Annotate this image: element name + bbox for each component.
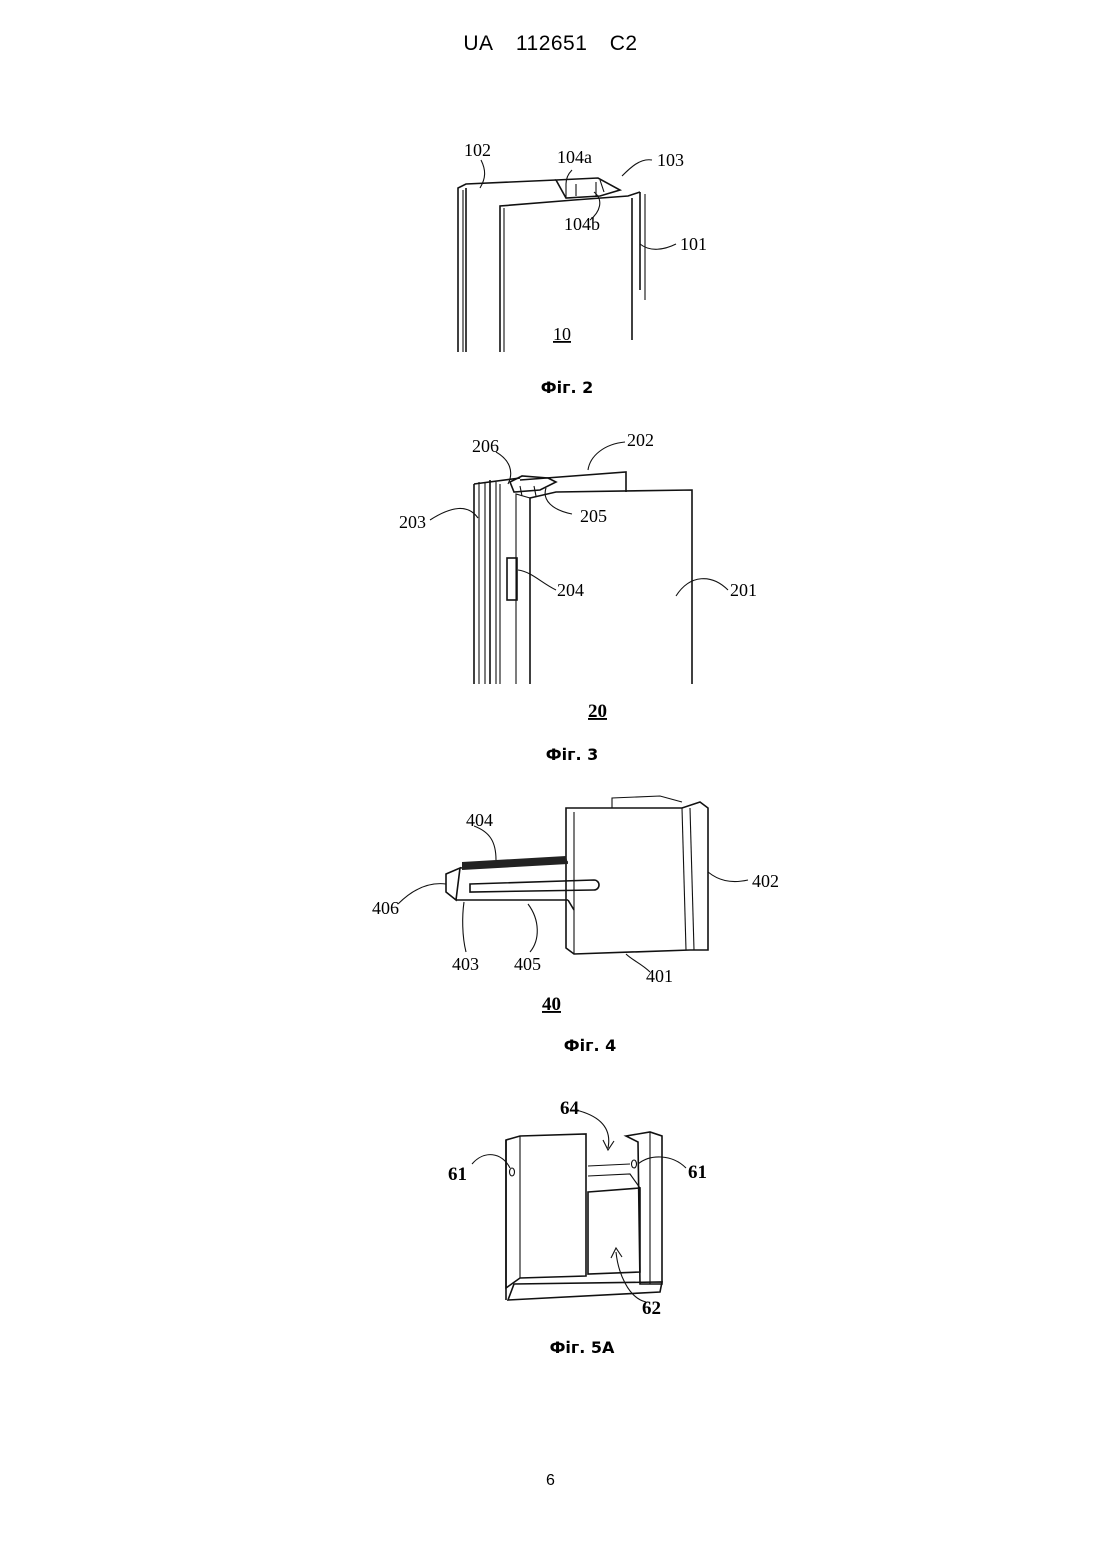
page-number: 6	[0, 1472, 1101, 1490]
fig5a-label-61-left: 61	[448, 1164, 467, 1185]
fig5a-label-64: 64	[560, 1098, 580, 1119]
fig5a-label-62: 62	[642, 1298, 661, 1319]
fig5a-label-61-right: 61	[688, 1162, 707, 1183]
fig5a-caption: Фіг. 5А	[482, 1338, 682, 1357]
